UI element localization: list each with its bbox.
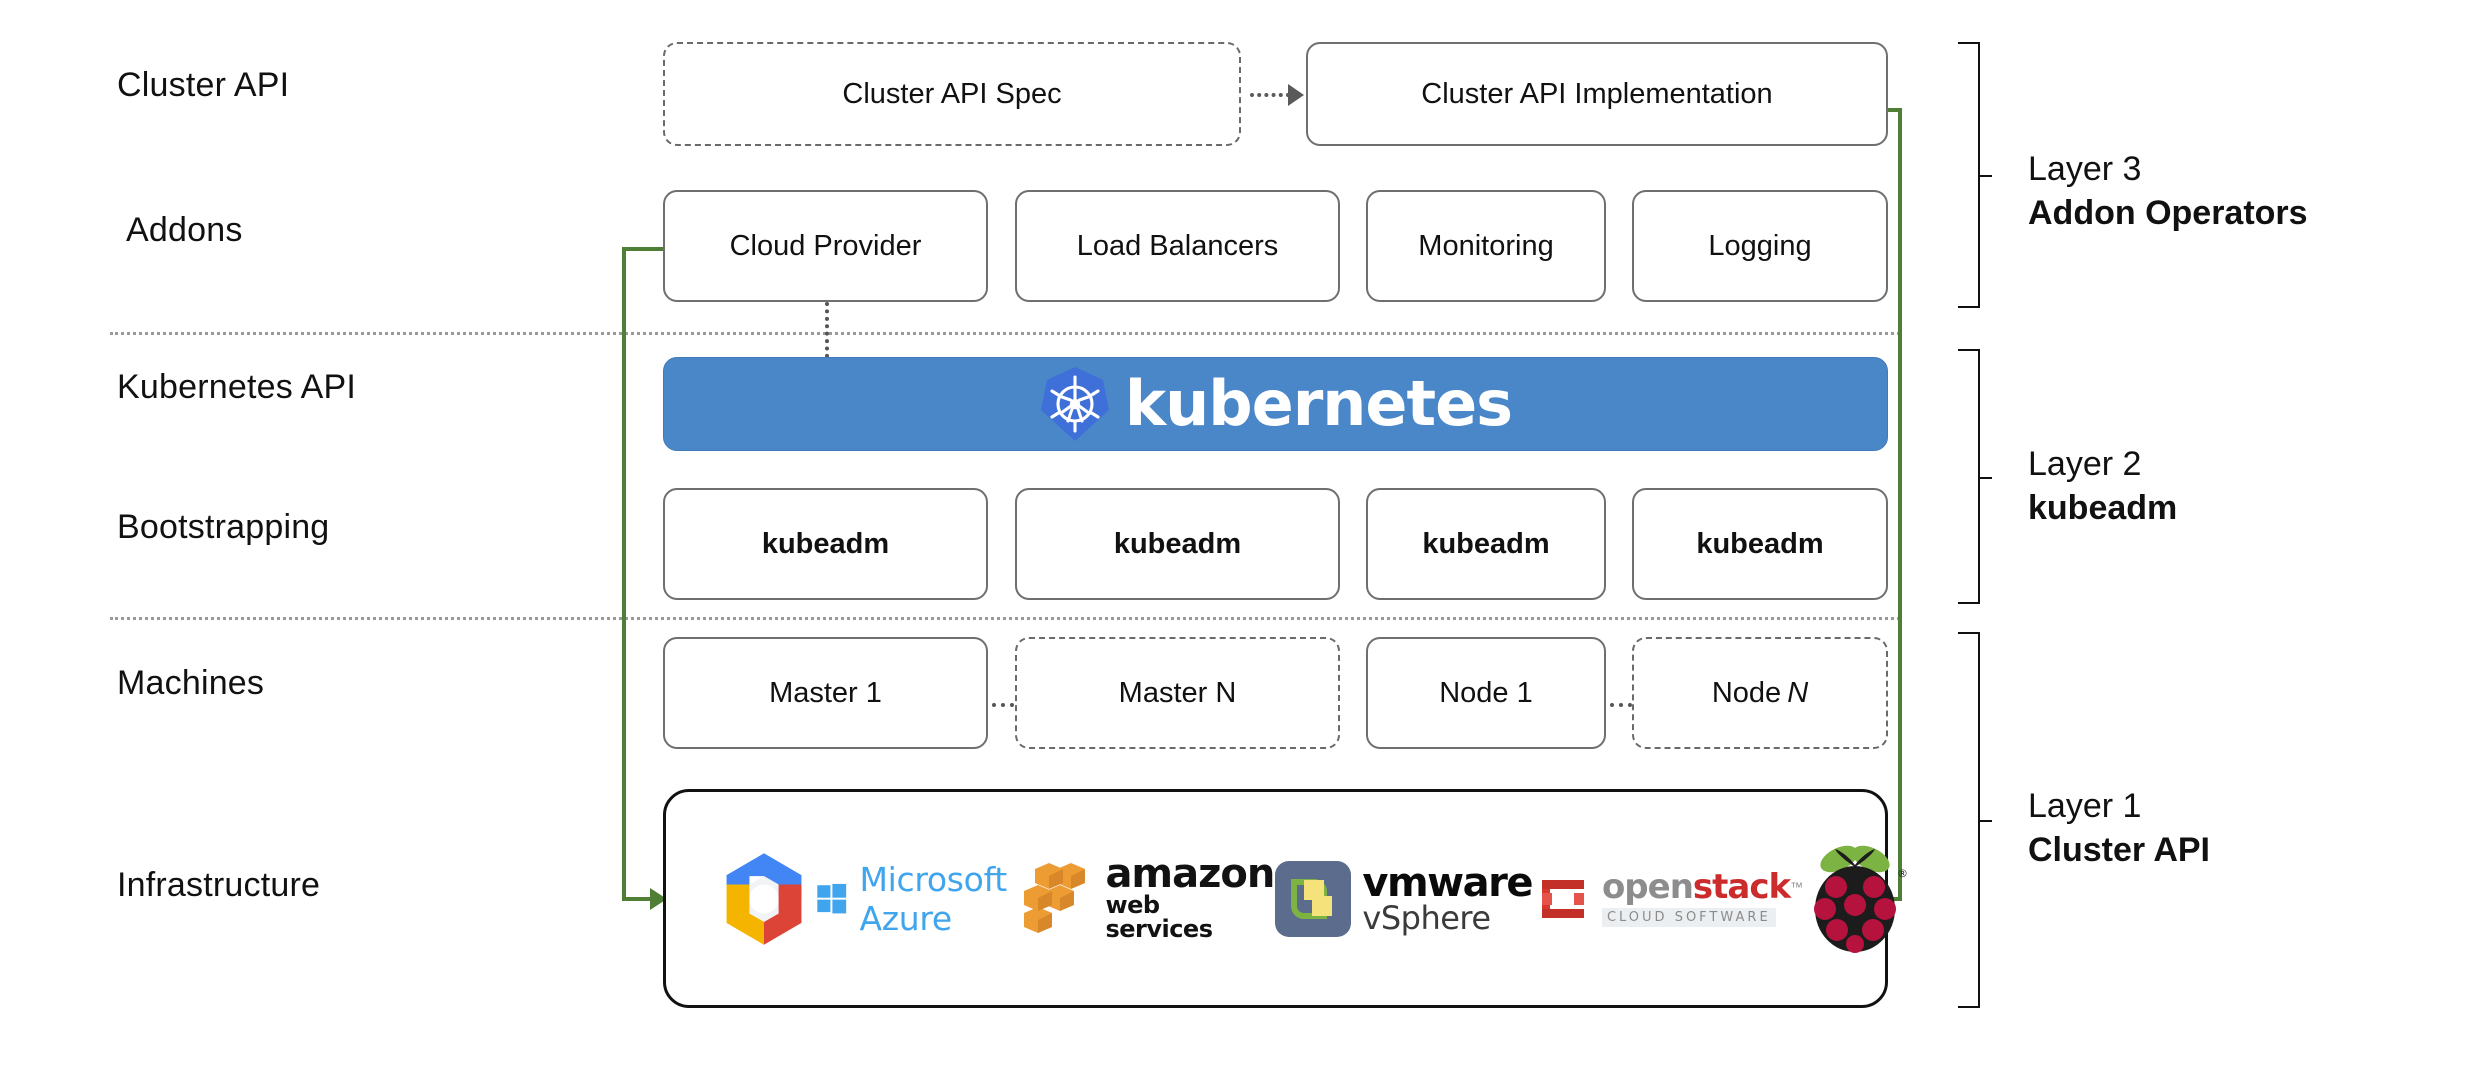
vsphere-icon [1275, 860, 1352, 937]
layer-1-name: Cluster API [2028, 830, 2211, 869]
addon-label: Logging [1708, 229, 1812, 262]
separator-layer3-layer2 [110, 332, 1900, 335]
machine-box-node-n[interactable]: Node N [1632, 637, 1888, 749]
machine-box-master-1[interactable]: Master 1 [663, 637, 988, 749]
infrastructure-panel[interactable]: Microsoft Azure [663, 789, 1907, 1008]
cloud-provider-to-kubernetes-connector [825, 302, 829, 358]
windows-icon [817, 883, 847, 913]
addon-label: Monitoring [1418, 229, 1554, 262]
row-label-infrastructure: Infrastructure [117, 866, 321, 904]
machine-box-master-n[interactable]: Master N [1015, 637, 1340, 749]
bootstrap-box-4[interactable]: kubeadm [1632, 488, 1888, 600]
row-label-addons: Addons [126, 211, 243, 249]
layer-2-number: Layer 2 [2028, 445, 2142, 483]
addon-label: Load Balancers [1076, 229, 1279, 262]
cluster-api-spec-label: Cluster API Spec [842, 77, 1062, 110]
bootstrap-label: kubeadm [1113, 527, 1242, 560]
machine-label: Node 1 [1439, 676, 1533, 709]
green-connector-left-bottom [622, 897, 654, 901]
cluster-api-spec-box[interactable]: Cluster API Spec [663, 42, 1241, 146]
azure-wordmark: Microsoft Azure [859, 859, 1007, 938]
layer-1-label: Layer 1 Cluster API [2028, 785, 2210, 872]
provider-google-cloud-platform[interactable] [712, 847, 816, 951]
row-label-cluster-api: Cluster API [117, 66, 290, 104]
bootstrap-box-3[interactable]: kubeadm [1366, 488, 1606, 600]
row-label-machines: Machines [117, 664, 265, 702]
layer-3-number: Layer 3 [2028, 150, 2142, 188]
bootstrap-label: kubeadm [1422, 527, 1550, 560]
brace-layer-2 [1958, 349, 1992, 604]
vmware-wordmark: vmware [1362, 859, 1533, 906]
layer-3-label: Layer 3 Addon Operators [2028, 148, 2308, 235]
machine-label: Master N [1118, 676, 1237, 709]
addon-label: Cloud Provider [729, 229, 922, 262]
openstack-wordmark-open: open [1601, 867, 1694, 907]
machine-label: Master 1 [769, 676, 882, 709]
brace-layer-1 [1958, 632, 1992, 1008]
green-arrow-into-infrastructure-left [650, 888, 667, 910]
kubernetes-banner[interactable]: kubernetes [663, 357, 1888, 451]
layer-2-name: kubeadm [2028, 488, 2178, 527]
provider-openstack[interactable]: openstack™ CLOUD SOFTWARE [1532, 868, 1803, 930]
layer-2-label: Layer 2 kubeadm [2028, 443, 2177, 530]
layer-3-name: Addon Operators [2028, 193, 2308, 232]
brace-layer-3 [1958, 42, 1992, 308]
green-connector-right-vertical [1898, 108, 1902, 901]
master-pair-connector [992, 703, 1014, 707]
spec-to-implementation-arrow [1288, 84, 1304, 106]
bootstrap-label: kubeadm [761, 527, 890, 560]
aws-amazon-wordmark: amazon [1105, 851, 1275, 898]
provider-vmware-vsphere[interactable]: vmware vSphere [1274, 859, 1533, 938]
trademark-icon: ™ [1790, 879, 1804, 895]
provider-raspberry-pi[interactable]: ® [1803, 843, 1907, 955]
addon-box-logging[interactable]: Logging [1632, 190, 1888, 302]
openstack-icon [1541, 879, 1584, 918]
kubernetes-wordmark: kubernetes [1124, 367, 1513, 440]
bootstrap-box-2[interactable]: kubeadm [1015, 488, 1340, 600]
row-label-kubernetes-api: Kubernetes API [117, 368, 357, 406]
green-connector-left-top [622, 247, 667, 251]
machine-label: Node [1711, 676, 1782, 709]
bootstrap-label: kubeadm [1696, 527, 1824, 560]
provider-amazon-web-services[interactable]: amazon web services [1023, 851, 1275, 943]
addon-box-monitoring[interactable]: Monitoring [1366, 190, 1606, 302]
green-connector-left-vertical [622, 247, 626, 901]
kubernetes-helm-wheel-logo [1039, 365, 1111, 443]
addon-box-load-balancers[interactable]: Load Balancers [1015, 190, 1340, 302]
openstack-sublabel: CLOUD SOFTWARE [1601, 908, 1776, 927]
vsphere-wordmark: vSphere [1362, 898, 1491, 937]
row-label-bootstrapping: Bootstrapping [117, 508, 330, 546]
raspberry-pi-icon: ® [1814, 845, 1907, 953]
machine-label-emphasis: N [1787, 676, 1809, 709]
separator-layer2-layer1 [110, 617, 1900, 620]
bootstrap-box-1[interactable]: kubeadm [663, 488, 988, 600]
machine-box-node-1[interactable]: Node 1 [1366, 637, 1606, 749]
aws-cubes-icon [1024, 863, 1086, 934]
aws-webservices-wordmark: web services [1105, 890, 1213, 943]
node-pair-connector [1610, 703, 1632, 707]
provider-microsoft-azure[interactable]: Microsoft Azure [816, 860, 1023, 938]
layer-1-number: Layer 1 [2028, 787, 2142, 825]
cluster-api-implementation-label: Cluster API Implementation [1421, 77, 1773, 110]
svg-text:®: ® [1897, 867, 1907, 880]
spec-to-implementation-line [1250, 93, 1290, 97]
addon-box-cloud-provider[interactable]: Cloud Provider [663, 190, 988, 302]
cluster-api-implementation-box[interactable]: Cluster API Implementation [1306, 42, 1888, 146]
openstack-wordmark-stack: stack [1692, 867, 1791, 907]
